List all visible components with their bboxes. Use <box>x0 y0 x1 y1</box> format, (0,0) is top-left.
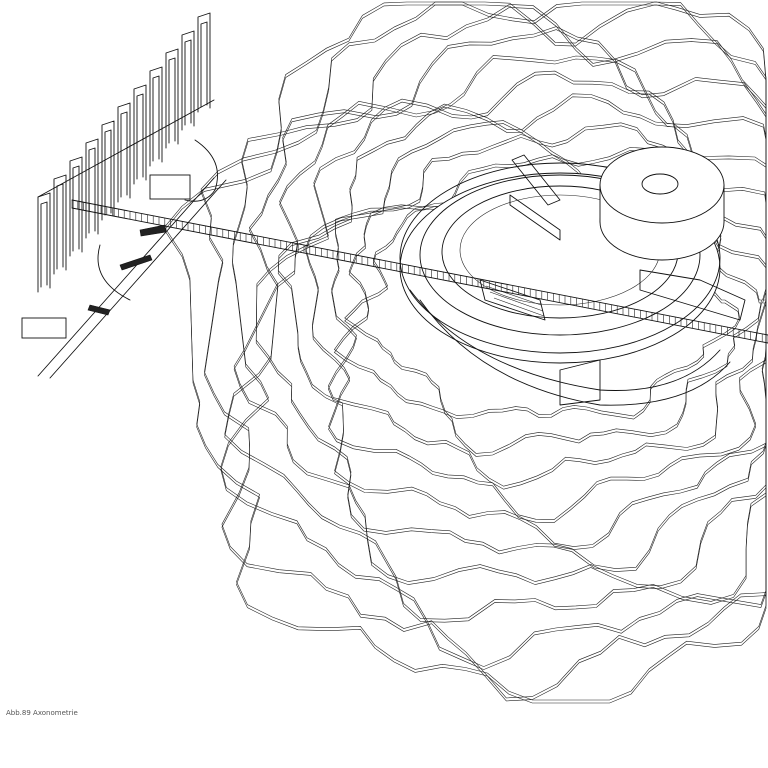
frame-structure <box>21 12 227 379</box>
east-block <box>639 269 746 321</box>
radial-wall <box>511 154 561 206</box>
contour-line <box>164 1 767 701</box>
frame-bay <box>117 102 131 203</box>
frame-bay <box>197 12 211 113</box>
tower-opening <box>641 173 679 195</box>
inner-ring <box>419 174 701 336</box>
contour-line <box>305 120 767 521</box>
frame-bay <box>101 120 115 221</box>
base-box <box>21 317 67 339</box>
top-box <box>149 174 191 200</box>
frame-bay <box>133 84 147 185</box>
outer-ring-top <box>399 162 721 354</box>
contour-line <box>255 73 767 572</box>
contour-line <box>220 4 767 667</box>
contour-line <box>164 4 767 704</box>
figure-caption: Abb.89 Axonometrie <box>6 709 78 717</box>
stair-dark-2 <box>139 224 167 237</box>
south-block <box>559 359 601 406</box>
contour-line <box>233 58 767 590</box>
curved-ramp-upper <box>184 139 218 202</box>
terrain-contours <box>164 1 767 704</box>
radial-wall-2 <box>509 194 561 241</box>
frame-bay <box>37 192 51 293</box>
contour-line <box>220 7 767 670</box>
frame-bay <box>165 48 179 149</box>
curved-ramp-lower <box>97 244 131 301</box>
contour-line <box>200 4 767 702</box>
circular-building <box>399 146 746 406</box>
contour-line <box>224 29 767 623</box>
frame-spine <box>37 99 227 379</box>
frame-bay <box>181 30 195 131</box>
frame-bay <box>69 156 83 257</box>
contour-line <box>200 1 767 699</box>
stair-dark-3 <box>87 304 111 316</box>
stairs <box>479 279 546 321</box>
lower-arc <box>409 289 721 391</box>
frame-bay <box>149 66 163 167</box>
lower-arc-2 <box>419 299 731 406</box>
frame-bay <box>85 138 99 239</box>
frame-bay <box>53 174 67 275</box>
stair-dark-1 <box>119 254 153 271</box>
contour-line <box>233 55 767 587</box>
tower-top <box>599 146 725 224</box>
